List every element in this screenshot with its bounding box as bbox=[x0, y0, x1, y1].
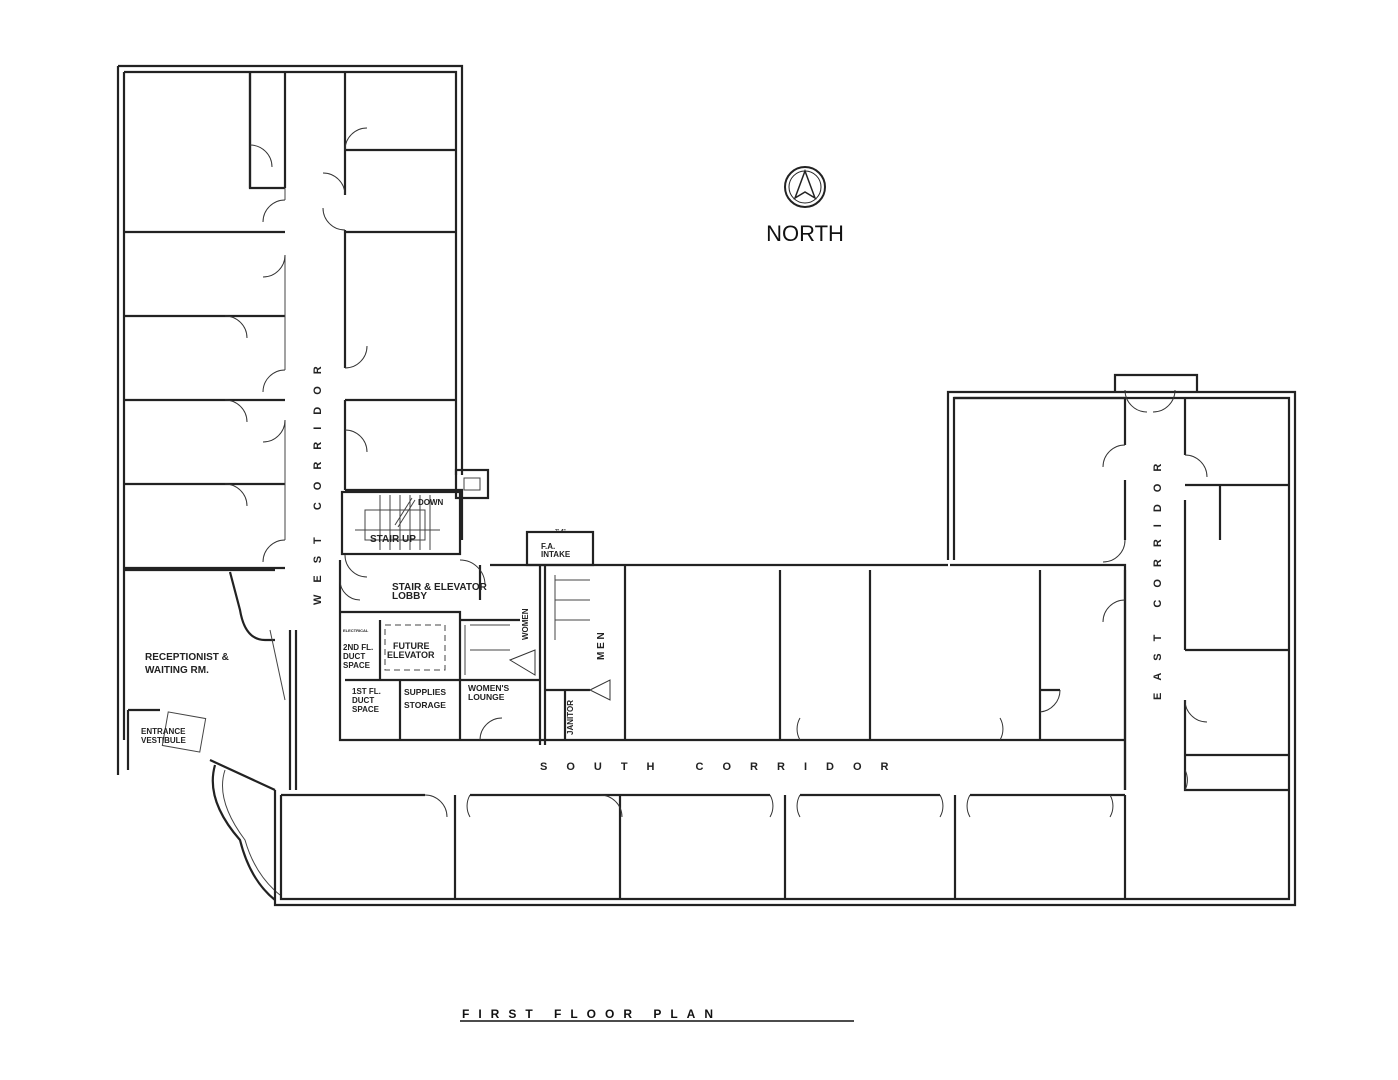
lounge-label-2: LOUNGE bbox=[468, 692, 505, 702]
duct1-label-3: SPACE bbox=[352, 705, 380, 714]
duct2-label: 2ND FL. bbox=[343, 643, 373, 652]
stair-down-label: DOWN bbox=[418, 498, 444, 507]
stair-up-label: STAIR UP bbox=[370, 534, 416, 545]
duct1-label: 1ST FL. bbox=[352, 687, 381, 696]
duct2-label-2: DUCT bbox=[343, 652, 365, 661]
east-corridor-label: EAST CORRIDOR bbox=[1152, 452, 1164, 700]
duct1-label-2: DUCT bbox=[352, 696, 374, 705]
south-corridor-label: SOUTH CORRIDOR bbox=[540, 761, 907, 773]
lobby-label-2: LOBBY bbox=[392, 591, 427, 602]
reception-label: RECEPTIONIST & bbox=[145, 652, 229, 663]
lounge-label: WOMEN'S bbox=[468, 683, 510, 693]
lobby-label: STAIR & ELEVATOR bbox=[392, 582, 488, 593]
elevator-label-2: ELEVATOR bbox=[387, 650, 435, 660]
janitor-label: JANITOR bbox=[566, 700, 575, 735]
duct2-label-3: SPACE bbox=[343, 661, 371, 670]
walls bbox=[116, 64, 1297, 907]
supplies-label-2: STORAGE bbox=[404, 700, 446, 710]
west-corridor-label: WEST CORRIDOR bbox=[312, 354, 324, 605]
north-label: NORTH bbox=[766, 221, 844, 246]
fa-intake-label: F.A. bbox=[541, 542, 555, 551]
elevator-label: FUTURE bbox=[393, 641, 430, 651]
supplies-label: SUPPLIES bbox=[404, 687, 446, 697]
vestibule-label: ENTRANCE bbox=[141, 727, 186, 736]
doors bbox=[224, 127, 1208, 818]
vestibule-label-2: VESTIBULE bbox=[141, 736, 187, 745]
north-arrow-icon bbox=[784, 166, 826, 208]
dimension-label: 7'-4" bbox=[555, 529, 566, 535]
men-label: M E N bbox=[596, 632, 607, 660]
women-label: WOMEN bbox=[521, 608, 530, 640]
fa-intake-label-2: INTAKE bbox=[541, 550, 571, 559]
plan-title: FIRST FLOOR PLAN bbox=[462, 1007, 722, 1021]
reception-label-2: WAITING RM. bbox=[145, 665, 209, 676]
electrical-label: ELECTRICAL bbox=[343, 628, 369, 633]
